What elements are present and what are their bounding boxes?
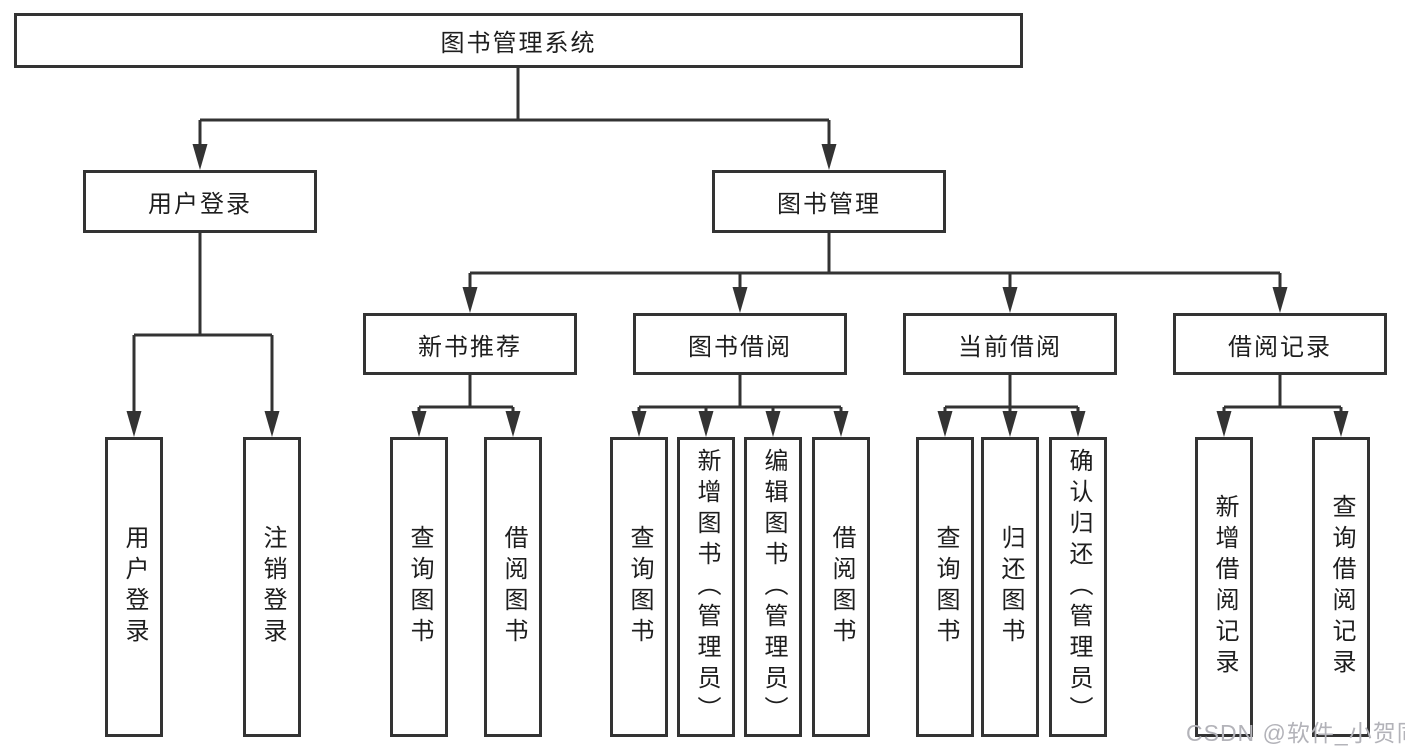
arrow-to-borrow-records [1272, 287, 1288, 313]
leaf-cb-query-books: 查询图书 [916, 437, 974, 737]
leaf-rec-query-record-label: 查询借阅记录 [1328, 494, 1355, 680]
leaf-bb-add-books-admin: 新增图书（管理员） [677, 437, 735, 737]
arrow-to-leaf-bb-add [698, 411, 714, 437]
leaf-cb-return-books: 归还图书 [981, 437, 1039, 737]
node-new-book-recommend: 新书推荐 [363, 313, 577, 375]
arrow-to-leaf-bb-edit [765, 411, 781, 437]
connector-bookmgmt-to-level3 [468, 233, 1282, 291]
node-borrow-records: 借阅记录 [1173, 313, 1387, 375]
leaf-nb-borrow-books-label: 借阅图书 [500, 525, 527, 649]
arrow-to-leaf-bb-query [631, 411, 647, 437]
arrow-to-leaf-logout [264, 411, 280, 437]
leaf-user-login-label: 用户登录 [121, 525, 148, 649]
node-current-borrow-label: 当前借阅 [958, 333, 1062, 361]
node-library-management-system: 图书管理系统 [14, 13, 1023, 68]
csdn-watermark: CSDN @软件_小贺同学 [1186, 720, 1405, 746]
arrow-to-leaf-rec-add [1216, 411, 1232, 437]
node-library-management-system-label: 图书管理系统 [440, 30, 597, 57]
leaf-cb-return-books-label: 归还图书 [997, 525, 1024, 649]
node-book-management-label: 图书管理 [777, 191, 881, 218]
arrow-to-leaf-bb-borrow [833, 411, 849, 437]
leaf-logout-label: 注销登录 [259, 525, 286, 649]
leaf-nb-query-books: 查询图书 [390, 437, 448, 737]
leaf-cb-confirm-return-admin-label: 确认归还（管理员） [1065, 447, 1092, 727]
arrow-to-leaf-nb-borrow [505, 411, 521, 437]
leaf-nb-borrow-books: 借阅图书 [484, 437, 542, 737]
arrow-to-leaf-rec-query [1333, 411, 1349, 437]
arrow-to-user-login [192, 144, 208, 170]
leaf-bb-edit-books-admin-label: 编辑图书（管理员） [760, 447, 787, 727]
connector-currentborrow-to-leaves [943, 375, 1080, 415]
node-book-management: 图书管理 [712, 170, 946, 233]
arrow-to-new-books [462, 287, 478, 313]
leaf-logout: 注销登录 [243, 437, 301, 737]
connector-paths [132, 67, 1343, 415]
leaf-nb-query-books-label: 查询图书 [406, 525, 433, 649]
arrow-to-leaf-cb-return [1002, 411, 1018, 437]
arrowheads [126, 144, 1349, 437]
leaf-user-login: 用户登录 [105, 437, 163, 737]
arrow-to-current-borrow [1002, 287, 1018, 313]
arrow-to-book-management [821, 144, 837, 170]
leaf-bb-edit-books-admin: 编辑图书（管理员） [744, 437, 802, 737]
node-new-book-recommend-label: 新书推荐 [418, 333, 522, 361]
node-user-login-label: 用户登录 [148, 191, 252, 218]
leaf-bb-add-books-admin-label: 新增图书（管理员） [693, 447, 720, 727]
arrow-to-book-borrow [732, 287, 748, 313]
node-book-borrow-label: 图书借阅 [688, 333, 792, 361]
node-borrow-records-label: 借阅记录 [1228, 333, 1332, 361]
leaf-rec-query-record: 查询借阅记录 [1312, 437, 1370, 737]
leaf-rec-add-record: 新增借阅记录 [1195, 437, 1253, 737]
arrow-to-leaf-user-login [126, 411, 142, 437]
leaf-bb-borrow-books-label: 借阅图书 [828, 525, 855, 649]
leaf-bb-query-books-label: 查询图书 [626, 525, 653, 649]
arrow-to-leaf-cb-query [937, 411, 953, 437]
node-book-borrow: 图书借阅 [633, 313, 847, 375]
leaf-rec-add-record-label: 新增借阅记录 [1211, 494, 1238, 680]
connector-records-to-leaves [1222, 375, 1343, 415]
connector-userlogin-to-leaves [132, 233, 274, 415]
leaf-bb-query-books: 查询图书 [610, 437, 668, 737]
arrow-to-leaf-nb-query [411, 411, 427, 437]
arrow-to-leaf-cb-confirm [1070, 411, 1086, 437]
connector-bookborrow-to-leaves [637, 375, 843, 415]
leaf-cb-query-books-label: 查询图书 [932, 525, 959, 649]
leaf-bb-borrow-books: 借阅图书 [812, 437, 870, 737]
node-current-borrow: 当前借阅 [903, 313, 1117, 375]
connector-root-to-level2 [198, 67, 831, 148]
leaf-cb-confirm-return-admin: 确认归还（管理员） [1049, 437, 1107, 737]
node-user-login: 用户登录 [83, 170, 317, 233]
connector-newbooks-to-leaves [417, 375, 515, 415]
